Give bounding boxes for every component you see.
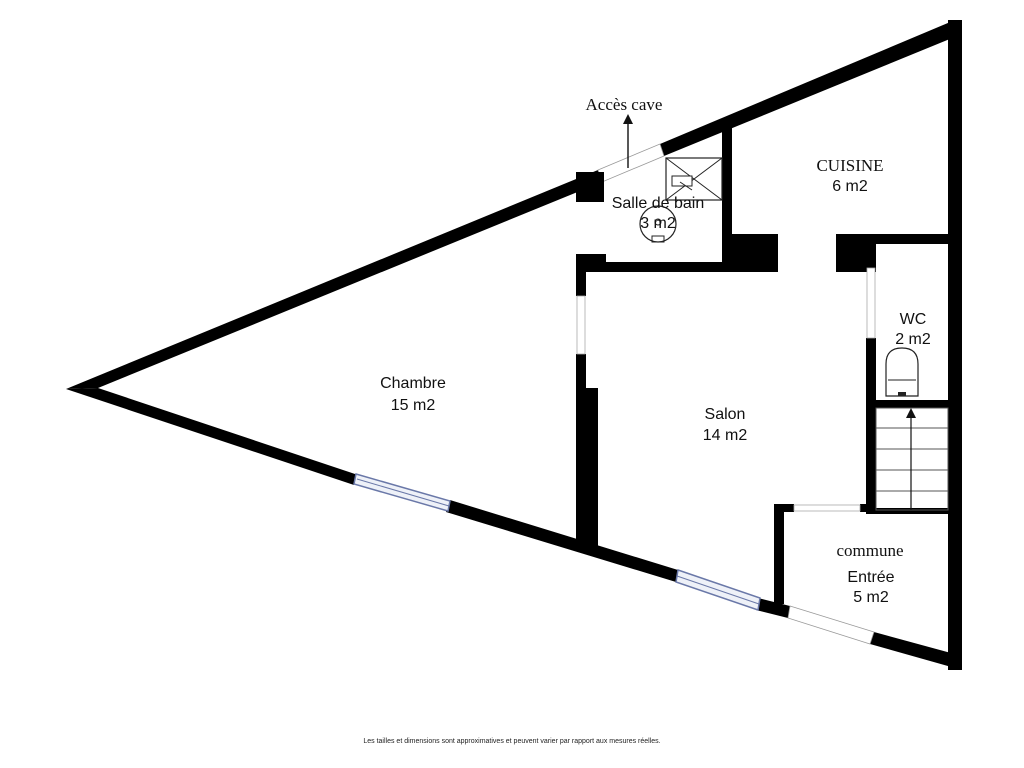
wall-chambre-salon-top — [576, 254, 586, 296]
acces-cave-label: Accès cave — [586, 95, 663, 114]
wall-bottom-chambre-left — [66, 388, 358, 485]
wall-bottom-entree — [870, 632, 962, 670]
outer-walls — [66, 20, 962, 670]
wall-entree-top-left — [774, 504, 794, 512]
shower-icon — [665, 157, 723, 201]
wall-sdb-bottom — [578, 262, 728, 272]
interior-openings — [576, 267, 876, 512]
wall-right — [948, 20, 962, 670]
disclaimer-text: Les tailles et dimensions sont approxima… — [363, 738, 661, 745]
stairs-icon — [875, 407, 949, 511]
wc-name: WC — [900, 311, 927, 328]
wall-bottom-salon — [756, 598, 790, 618]
wall-wc-bottom — [866, 400, 950, 408]
wall-sdb-cuisine — [722, 118, 732, 268]
opening-wc — [866, 267, 876, 339]
wall-top-left — [66, 170, 602, 389]
wall-stairs-bottom — [866, 508, 950, 514]
wall-bottom-chambre-right — [446, 500, 678, 582]
chambre-area: 15 m2 — [391, 397, 436, 414]
room-labels: Accès cave CUISINE 6 m2 Salle de bain 3 … — [380, 95, 931, 606]
wall-cuisine-wc — [868, 234, 950, 244]
wall-sdb-corner — [576, 172, 604, 202]
salle-de-bain-area: 3 m2 — [640, 215, 676, 232]
sink-icon — [639, 205, 677, 243]
wc-area: 2 m2 — [895, 331, 931, 348]
wall-cuisine-block-left — [724, 234, 778, 272]
wall-top-right — [660, 20, 962, 156]
door-entree — [787, 605, 875, 645]
door-cave — [597, 143, 665, 183]
entree-name: Entrée — [847, 569, 894, 586]
opening-chambre-salon — [576, 295, 586, 355]
windows — [353, 143, 875, 645]
wall-chambre-salon-bottom — [582, 388, 598, 550]
entree-area: 5 m2 — [853, 589, 889, 606]
salon-area: 14 m2 — [703, 427, 748, 444]
commune-label: commune — [836, 541, 903, 560]
wall-chambre-salon-mid — [576, 354, 586, 542]
chambre-name: Chambre — [380, 375, 446, 392]
cave-arrow-icon — [623, 114, 633, 168]
cuisine-name: CUISINE — [816, 156, 883, 175]
interior-walls — [576, 118, 950, 604]
toilet-icon — [885, 347, 919, 397]
salon-name: Salon — [705, 406, 746, 423]
wall-wc-left — [866, 244, 876, 268]
cuisine-area: 6 m2 — [832, 178, 868, 195]
wall-wc-left-lower — [866, 338, 876, 512]
salle-de-bain-name: Salle de bain — [612, 195, 705, 212]
wall-entree-left — [774, 504, 784, 604]
opening-entree — [793, 504, 861, 512]
